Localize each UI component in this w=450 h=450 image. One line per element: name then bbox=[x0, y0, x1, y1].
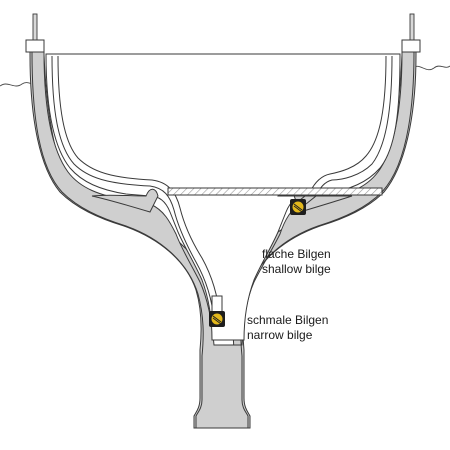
shallow-bilge-label-german: flache Bilgen bbox=[262, 247, 331, 261]
narrow-bilge-label-german: schmale Bilgen bbox=[247, 313, 329, 327]
floorboard bbox=[167, 187, 383, 196]
narrow-bilge-channel bbox=[211, 295, 223, 313]
drain-plug-icon bbox=[290, 199, 306, 215]
drain-plug-icon bbox=[209, 311, 225, 327]
waterline-right bbox=[411, 65, 450, 71]
left-bilge-wedge bbox=[91, 188, 159, 213]
shallow-bilge-label: flache Bilgen shallow bilge bbox=[262, 247, 331, 277]
shallow-bilge-label-english: shallow bilge bbox=[262, 262, 331, 276]
narrow-bilge-label: schmale Bilgen narrow bilge bbox=[247, 313, 328, 343]
narrow-bilge-label-english: narrow bilge bbox=[247, 328, 313, 342]
hull-interior bbox=[45, 53, 401, 341]
right-bilge-lining-inner bbox=[299, 55, 387, 201]
left-bracket bbox=[25, 39, 45, 53]
hull-body bbox=[31, 51, 415, 429]
left-bilge-lining-inner bbox=[57, 55, 221, 319]
right-bracket bbox=[401, 39, 421, 53]
right-bilge-lining bbox=[305, 55, 393, 205]
left-bilge-lining bbox=[51, 55, 215, 321]
